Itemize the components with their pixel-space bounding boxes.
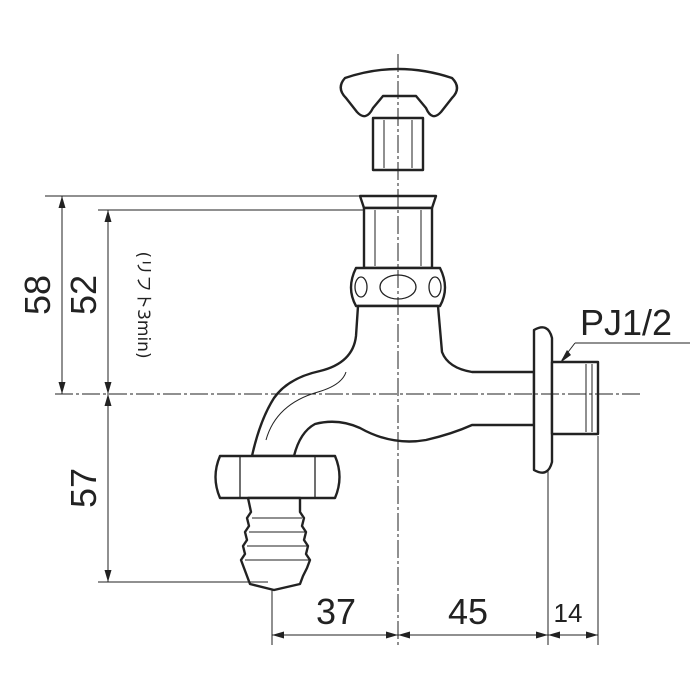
dim-14-label: 14: [554, 598, 583, 628]
dim-52-label: 52: [63, 275, 104, 315]
dim-37-label: 37: [316, 591, 356, 632]
extension-lines: [45, 195, 599, 645]
faucet-body: [250, 304, 536, 458]
dim-58-label: 58: [17, 275, 58, 315]
dimension-lines: [58, 196, 690, 639]
hose-barb: [239, 496, 312, 592]
thread-spec-label: PJ1/2: [580, 302, 672, 343]
dim-45-label: 45: [448, 591, 488, 632]
wall-flange: [532, 326, 600, 474]
dim-57-label: 57: [63, 468, 104, 508]
handle: [339, 67, 459, 172]
lift-note-label: (リフト3min): [133, 251, 153, 358]
union-nut: [214, 454, 341, 500]
